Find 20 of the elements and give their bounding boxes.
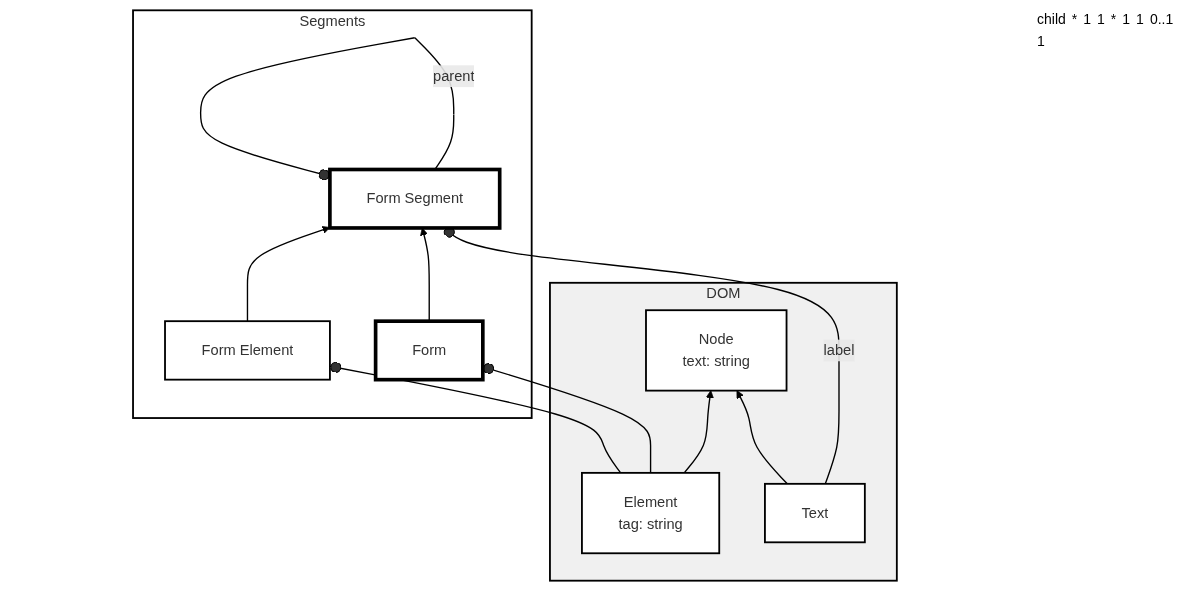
arrow bbox=[736, 389, 788, 484]
node-box: Form bbox=[373, 318, 485, 381]
node-box: Text bbox=[763, 482, 866, 543]
edge-label: label bbox=[823, 341, 854, 358]
edge-label: parent bbox=[432, 67, 475, 83]
node-box: Element tag: string bbox=[580, 471, 720, 554]
multiplicity-label: child bbox=[1037, 11, 1066, 27]
multiplicity-label: * bbox=[1110, 11, 1117, 27]
node-box: Form Segment bbox=[327, 167, 502, 230]
node-box: Form Element bbox=[163, 319, 331, 381]
multiplicity-label: * bbox=[1071, 11, 1078, 27]
multiplicity-label: 1 bbox=[1083, 11, 1092, 27]
node-box: Node text: string bbox=[644, 308, 787, 392]
multiplicity-label: 0..1 bbox=[1149, 11, 1174, 27]
multiplicity-label: 1 bbox=[1122, 11, 1131, 27]
multiplicity-label: 1 bbox=[1136, 11, 1144, 27]
arrow bbox=[683, 389, 714, 474]
multiplicity-label: 1 bbox=[1097, 11, 1105, 27]
multiplicity-label: 1 bbox=[1037, 33, 1045, 49]
arrow bbox=[246, 225, 330, 322]
